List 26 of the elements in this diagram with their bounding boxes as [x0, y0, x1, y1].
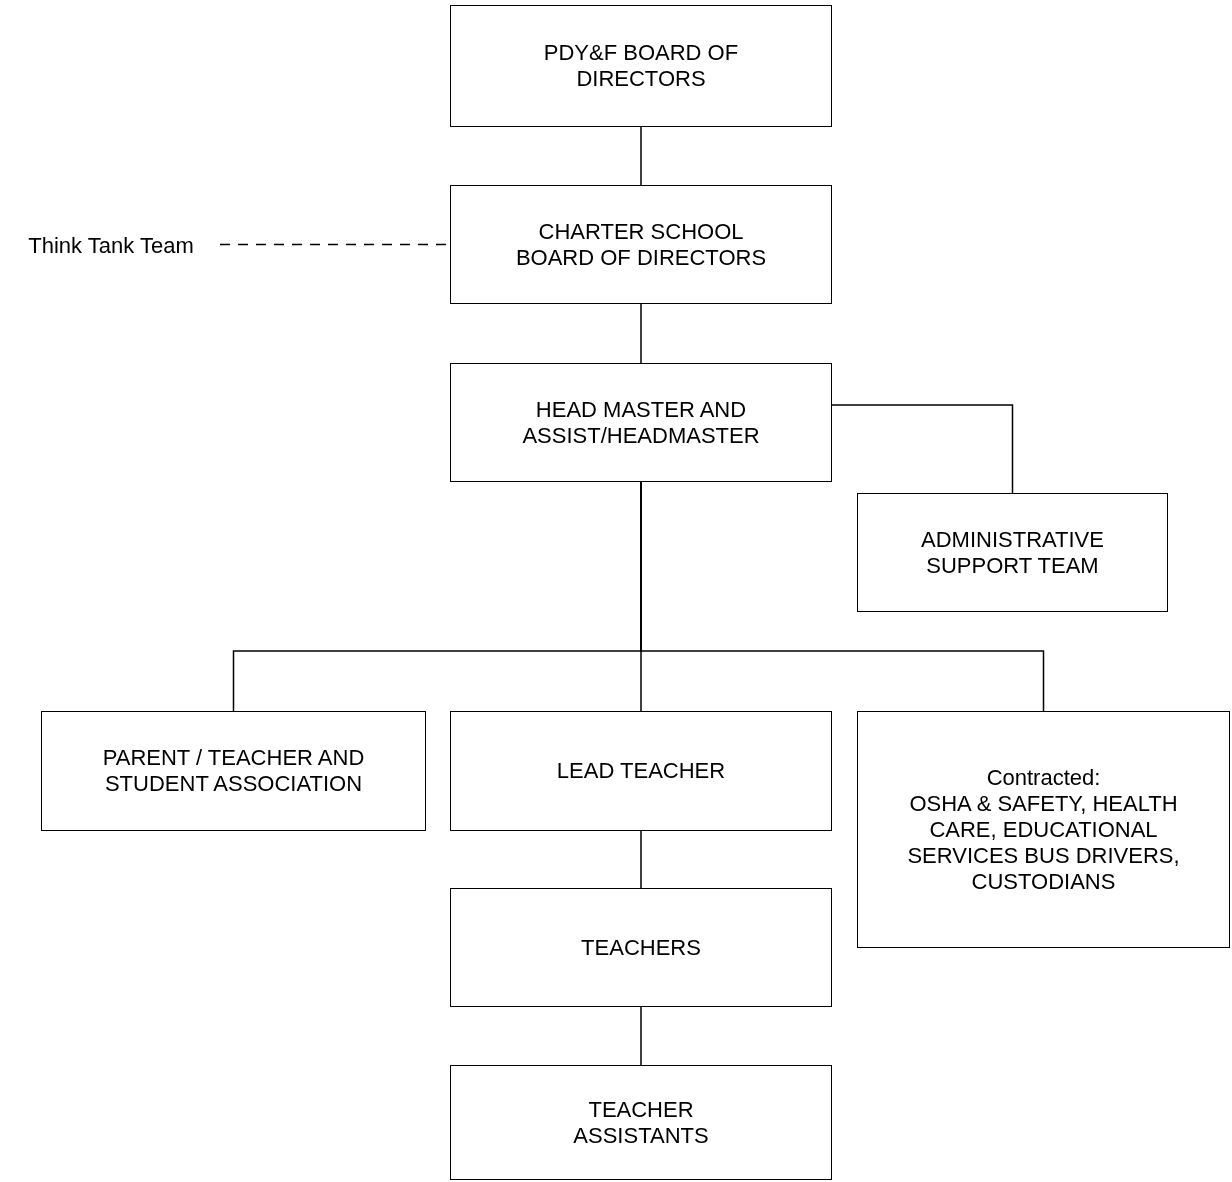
- connector-line: [640, 481, 1045, 712]
- org-box: [857, 493, 1168, 612]
- org-box: [450, 711, 832, 831]
- box-label: PDY&F BOARD OF DIRECTORS: [542, 40, 740, 92]
- box-label: Contracted:: [986, 764, 1101, 791]
- box-label: CHARTER SCHOOL BOARD OF DIRECTORS: [514, 218, 768, 271]
- box-label: HEAD MASTER AND ASSIST/HEADMASTER: [521, 396, 761, 449]
- box-label: PARENT / TEACHER AND STUDENT ASSOCIATION: [101, 745, 366, 797]
- connector-line: [640, 830, 642, 889]
- org-box: [450, 888, 832, 1007]
- org-box: [450, 363, 832, 482]
- connector-line: [831, 404, 1014, 494]
- connector-line: [640, 1006, 642, 1066]
- org-box: [450, 1065, 832, 1180]
- org-box: [450, 185, 832, 304]
- box-label: TEACHER ASSISTANTS: [572, 1096, 710, 1149]
- box-label: LEAD TEACHER: [556, 758, 726, 784]
- box-label: TEACHERS: [581, 934, 701, 961]
- connector-line: [640, 126, 642, 186]
- connector-line: [640, 303, 642, 364]
- annotation-text: Think Tank Team: [28, 233, 194, 259]
- org-box: [450, 5, 832, 127]
- org-box: [857, 711, 1230, 948]
- org-box: [41, 711, 426, 831]
- box-label: OSHA & SAFETY, HEALTH CARE, EDUCATIONAL SERVICES BUS DRIVERS, CUSTODIANS: [906, 790, 1181, 895]
- box-label: ADMINISTRATIVE SUPPORT TEAM: [920, 526, 1105, 579]
